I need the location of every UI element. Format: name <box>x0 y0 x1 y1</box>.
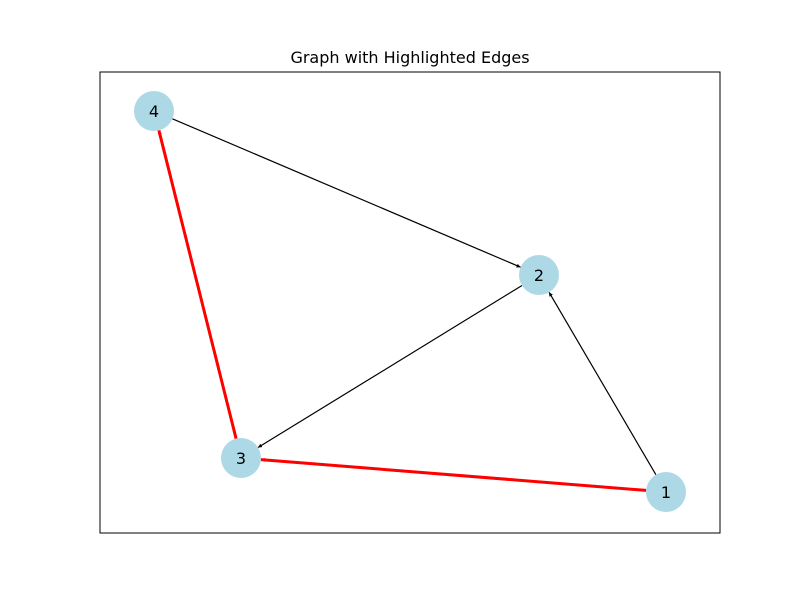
node-circle-3 <box>221 438 261 478</box>
node-circle-4 <box>134 91 174 131</box>
node-label-1: 1 <box>661 483 671 502</box>
edge-2-to-3 <box>257 284 523 449</box>
node-2: 2 <box>519 255 559 295</box>
node-circle-2 <box>519 255 559 295</box>
node-3: 3 <box>221 438 261 478</box>
node-4: 4 <box>134 91 174 131</box>
edge-1-to-2 <box>548 291 657 476</box>
plot-frame <box>99 71 721 534</box>
edge-1-to-3-highlighted <box>260 457 647 492</box>
node-circle-1 <box>646 472 686 512</box>
nodes-layer: 1 2 3 4 <box>134 91 686 512</box>
node-label-3: 3 <box>236 449 246 468</box>
node-label-2: 2 <box>534 266 544 285</box>
edges-layer <box>157 118 657 492</box>
node-1: 1 <box>646 472 686 512</box>
edge-4-to-2 <box>172 118 521 268</box>
graph-title: Graph with Highlighted Edges <box>290 48 529 67</box>
node-label-4: 4 <box>149 102 159 121</box>
edge-3-to-4-highlighted <box>157 130 238 439</box>
